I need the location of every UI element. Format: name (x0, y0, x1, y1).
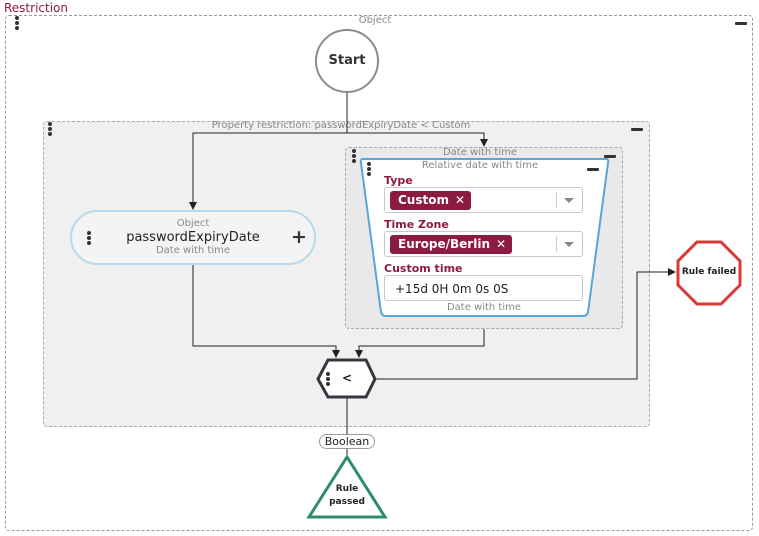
operator-menu-icon[interactable] (326, 372, 330, 386)
object-node-type: Date with time (155, 245, 231, 256)
timezone-chip-label: Europe/Berlin (398, 237, 490, 251)
property-restriction-collapse-icon[interactable] (631, 128, 643, 131)
property-restriction-caption: Property restriction: passwordExpiryDate… (211, 120, 471, 131)
restriction-menu-icon[interactable] (15, 16, 19, 30)
type-chip: Custom ✕ (390, 191, 472, 210)
timezone-select[interactable]: Europe/Berlin ✕ (384, 231, 583, 257)
restriction-collapse-icon[interactable] (735, 22, 747, 25)
restriction-title: Restriction (4, 1, 68, 15)
custom-time-label: Custom time (384, 262, 463, 275)
relative-date-collapse-icon[interactable] (587, 168, 599, 171)
property-restriction-menu-icon[interactable] (48, 122, 52, 136)
edge-to-object (189, 132, 347, 210)
restriction-caption: Object (358, 15, 392, 26)
rule-passed-shape[interactable] (306, 454, 388, 519)
relative-date-footer: Date with time (446, 302, 522, 313)
object-node-menu-icon[interactable] (87, 231, 91, 245)
type-label: Type (384, 174, 413, 187)
timezone-chip: Europe/Berlin ✕ (390, 235, 513, 254)
type-chip-remove-icon[interactable]: ✕ (454, 193, 466, 207)
date-with-time-menu-icon[interactable] (352, 149, 356, 163)
custom-time-input[interactable]: +15d 0H 0m 0s 0S (384, 275, 583, 301)
date-with-time-collapse-icon[interactable] (604, 155, 616, 158)
restriction-frame (5, 15, 753, 531)
type-select[interactable]: Custom ✕ (384, 187, 583, 213)
rule-passed-label-line2: passed (329, 497, 365, 507)
operator-symbol: < (341, 371, 353, 385)
start-node-circle[interactable] (315, 29, 379, 93)
boolean-label: Boolean (319, 434, 375, 449)
edge-date-to-operator (355, 329, 485, 358)
operator-node-shape[interactable] (316, 358, 377, 399)
timezone-select-separator (556, 236, 557, 252)
edge-operator-to-failed (376, 268, 676, 380)
type-select-separator (556, 192, 557, 208)
start-node-label: Start (328, 53, 366, 68)
type-chip-label: Custom (398, 193, 449, 207)
object-node-caption: Object (176, 218, 210, 229)
object-node-name: passwordExpiryDate (126, 230, 260, 245)
timezone-label: Time Zone (384, 218, 449, 231)
chevron-down-icon[interactable] (564, 242, 574, 247)
relative-date-menu-icon[interactable] (367, 162, 371, 176)
object-node[interactable] (70, 210, 316, 265)
rule-failed-label: Rule failed (681, 267, 737, 277)
edge-object-to-operator (192, 265, 340, 358)
rule-passed-label-line1: Rule (335, 484, 359, 494)
timezone-chip-remove-icon[interactable]: ✕ (496, 237, 507, 251)
chevron-down-icon[interactable] (564, 198, 574, 203)
custom-time-value: +15d 0H 0m 0s 0S (395, 282, 509, 296)
date-with-time-caption: Date with time (442, 147, 518, 158)
relative-date-caption: Relative date with time (421, 160, 539, 171)
rule-failed-shape[interactable] (676, 240, 742, 306)
edge-to-date-container (347, 132, 488, 147)
object-node-add-icon[interactable]: + (291, 226, 307, 248)
